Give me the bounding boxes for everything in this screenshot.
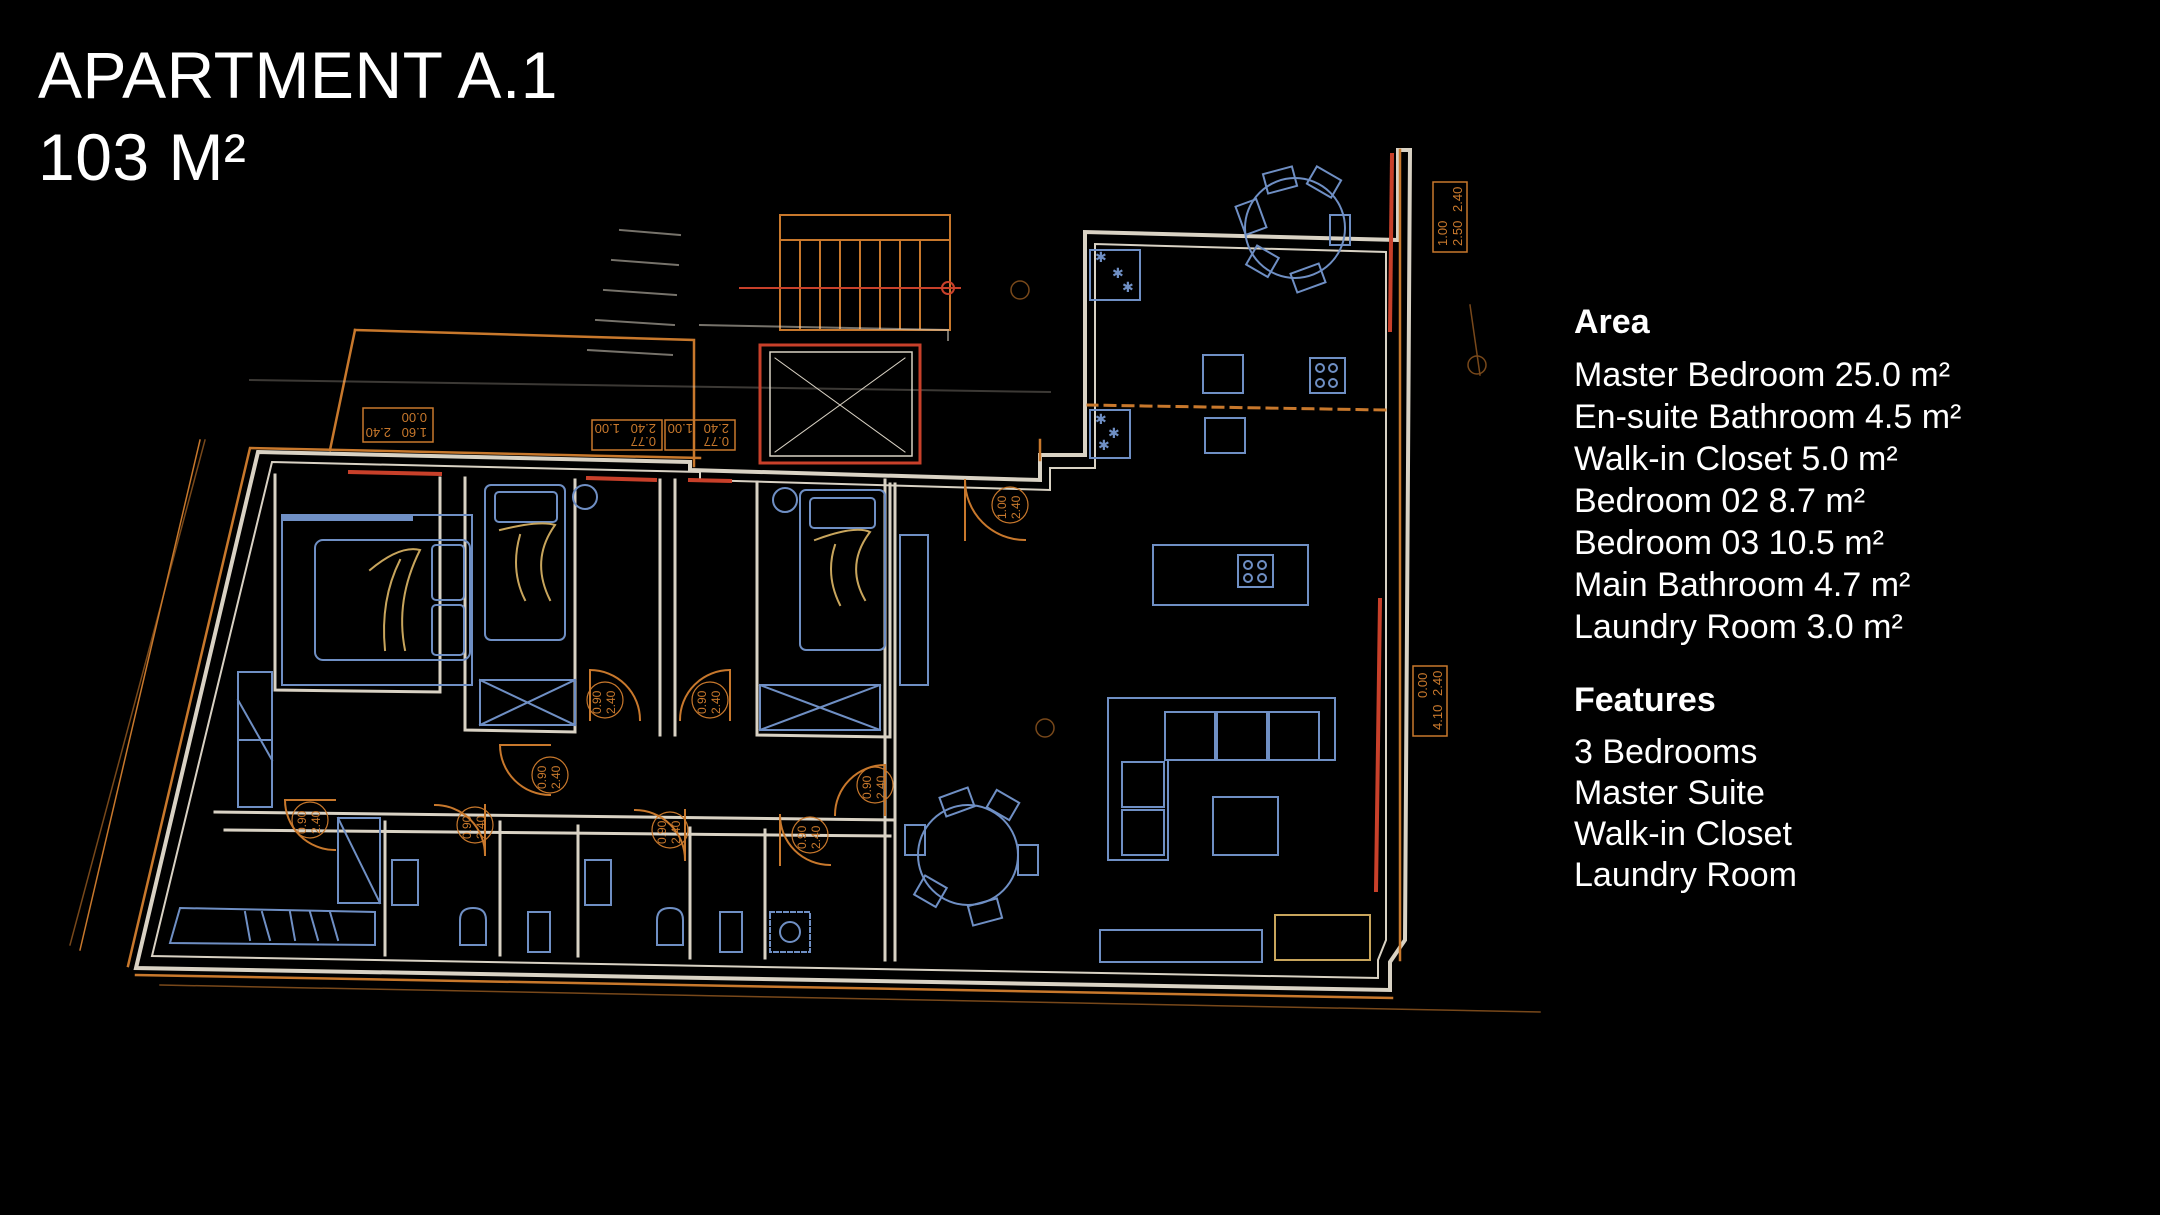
apartment-title: APARTMENT A.1 103 M² xyxy=(38,34,558,198)
door-label: 0.90 2.40 xyxy=(291,801,329,839)
area-item: Main Bathroom 4.7 m² xyxy=(1574,566,1911,604)
svg-text:2.40: 2.40 xyxy=(1450,187,1465,212)
area-item: Walk-in Closet 5.0 m² xyxy=(1574,440,1898,478)
orange-outline xyxy=(79,148,1402,1000)
svg-text:0.00: 0.00 xyxy=(1415,673,1430,698)
svg-text:2.40: 2.40 xyxy=(809,825,823,849)
apartment-name: APARTMENT A.1 xyxy=(38,38,558,112)
svg-text:0.90: 0.90 xyxy=(590,690,604,714)
feature-item: 3 Bedrooms xyxy=(1574,733,1758,771)
area-item: Master Bedroom 25.0 m² xyxy=(1574,356,1951,394)
window-label-a: 1.60 2.40 0.00 xyxy=(362,407,434,443)
svg-text:0.90: 0.90 xyxy=(535,765,549,789)
fridge-symbols: ✱✱✱ ✱✱✱ xyxy=(1095,250,1134,454)
svg-text:2.40: 2.40 xyxy=(474,815,488,839)
area-item: Bedroom 02 8.7 m² xyxy=(1574,482,1866,520)
svg-text:✱: ✱ xyxy=(1098,438,1110,454)
stairs xyxy=(739,214,961,331)
svg-text:2.40: 2.40 xyxy=(669,820,683,844)
svg-text:1.00: 1.00 xyxy=(995,495,1009,519)
area-item: Laundry Room 3.0 m² xyxy=(1574,608,1903,646)
master-bed xyxy=(281,514,473,686)
svg-text:✱: ✱ xyxy=(1095,250,1107,266)
door-label: 0.90 2.40 xyxy=(531,756,569,794)
svg-text:2.40: 2.40 xyxy=(631,421,656,436)
bathroom-fixtures xyxy=(391,859,811,953)
svg-text:2.50: 2.50 xyxy=(1450,221,1465,246)
features-section: Features 3 Bedrooms Master Suite Walk-in… xyxy=(1574,678,2134,896)
svg-text:2.40: 2.40 xyxy=(874,775,888,799)
door-label: 0.90 2.40 xyxy=(791,816,829,854)
svg-text:0.90: 0.90 xyxy=(295,810,309,834)
bedroom3-bed xyxy=(758,487,929,732)
feature-item: Master Suite xyxy=(1574,774,1765,812)
door-label: 1.00 2.40 xyxy=(991,486,1029,524)
svg-text:1.60: 1.60 xyxy=(402,425,427,440)
windows xyxy=(347,152,1395,893)
door-swings xyxy=(283,478,1027,867)
svg-text:1.00: 1.00 xyxy=(668,421,693,436)
area-list: Master Bedroom 25.0 m² En-suite Bathroom… xyxy=(1574,354,2134,648)
feature-item: Laundry Room xyxy=(1574,856,1798,894)
svg-text:0.77: 0.77 xyxy=(631,434,656,449)
svg-text:✱: ✱ xyxy=(1112,266,1124,282)
info-panel: Area Master Bedroom 25.0 m² En-suite Bat… xyxy=(1574,300,2134,896)
exterior-walls xyxy=(133,148,1413,993)
svg-text:0.90: 0.90 xyxy=(460,815,474,839)
dimension-lines xyxy=(69,280,1541,1013)
window-label-e: 0.00 4.10 2.40 xyxy=(1412,665,1448,737)
sofa xyxy=(1099,697,1371,963)
elevator-shaft xyxy=(758,343,922,465)
door-label: 0.90 2.40 xyxy=(691,681,729,719)
dining-table-terrace xyxy=(1234,164,1351,294)
window-label-d: 1.00 2.50 2.40 xyxy=(1432,181,1468,253)
svg-text:4.10: 4.10 xyxy=(1430,705,1445,730)
dining-table-living xyxy=(904,786,1039,927)
svg-text:0.00: 0.00 xyxy=(402,410,427,425)
svg-text:2.40: 2.40 xyxy=(309,810,323,834)
area-item: En-suite Bathroom 4.5 m² xyxy=(1574,398,1962,436)
walk-in-closet xyxy=(168,671,382,947)
apartment-size: 103 M² xyxy=(38,120,247,194)
svg-text:0.77: 0.77 xyxy=(704,434,729,449)
svg-text:1.00: 1.00 xyxy=(595,421,620,436)
svg-text:✱: ✱ xyxy=(1122,280,1134,296)
svg-text:2.40: 2.40 xyxy=(1009,495,1023,519)
svg-text:0.90: 0.90 xyxy=(695,690,709,714)
exterior-steps xyxy=(248,228,1052,394)
feature-item: Walk-in Closet xyxy=(1574,815,1792,853)
door-label: 0.90 2.40 xyxy=(586,681,624,719)
svg-text:2.40: 2.40 xyxy=(704,421,729,436)
window-label-c: 0.77 2.40 1.00 xyxy=(664,419,736,451)
features-list: 3 Bedrooms Master Suite Walk-in Closet L… xyxy=(1574,732,2134,896)
svg-text:0.90: 0.90 xyxy=(860,775,874,799)
svg-text:✱: ✱ xyxy=(1095,412,1107,428)
svg-text:1.00: 1.00 xyxy=(1435,221,1450,246)
door-label: 0.90 2.40 xyxy=(456,806,494,844)
area-heading: Area xyxy=(1574,303,1650,341)
svg-text:✱: ✱ xyxy=(1108,426,1120,442)
window-label-b: 0.77 2.40 1.00 xyxy=(591,419,663,451)
svg-text:2.40: 2.40 xyxy=(604,690,618,714)
svg-text:2.40: 2.40 xyxy=(366,425,391,440)
bedroom2-bed xyxy=(478,484,598,727)
svg-text:2.40: 2.40 xyxy=(709,690,723,714)
svg-text:0.90: 0.90 xyxy=(795,825,809,849)
kitchen xyxy=(1089,249,1346,606)
door-label: 0.90 2.40 xyxy=(856,766,894,804)
svg-text:0.90: 0.90 xyxy=(655,820,669,844)
area-item: Bedroom 03 10.5 m² xyxy=(1574,524,1884,562)
svg-text:2.40: 2.40 xyxy=(549,765,563,789)
door-label: 0.90 2.40 xyxy=(651,811,689,849)
features-heading: Features xyxy=(1574,681,1716,719)
svg-text:2.40: 2.40 xyxy=(1430,671,1445,696)
